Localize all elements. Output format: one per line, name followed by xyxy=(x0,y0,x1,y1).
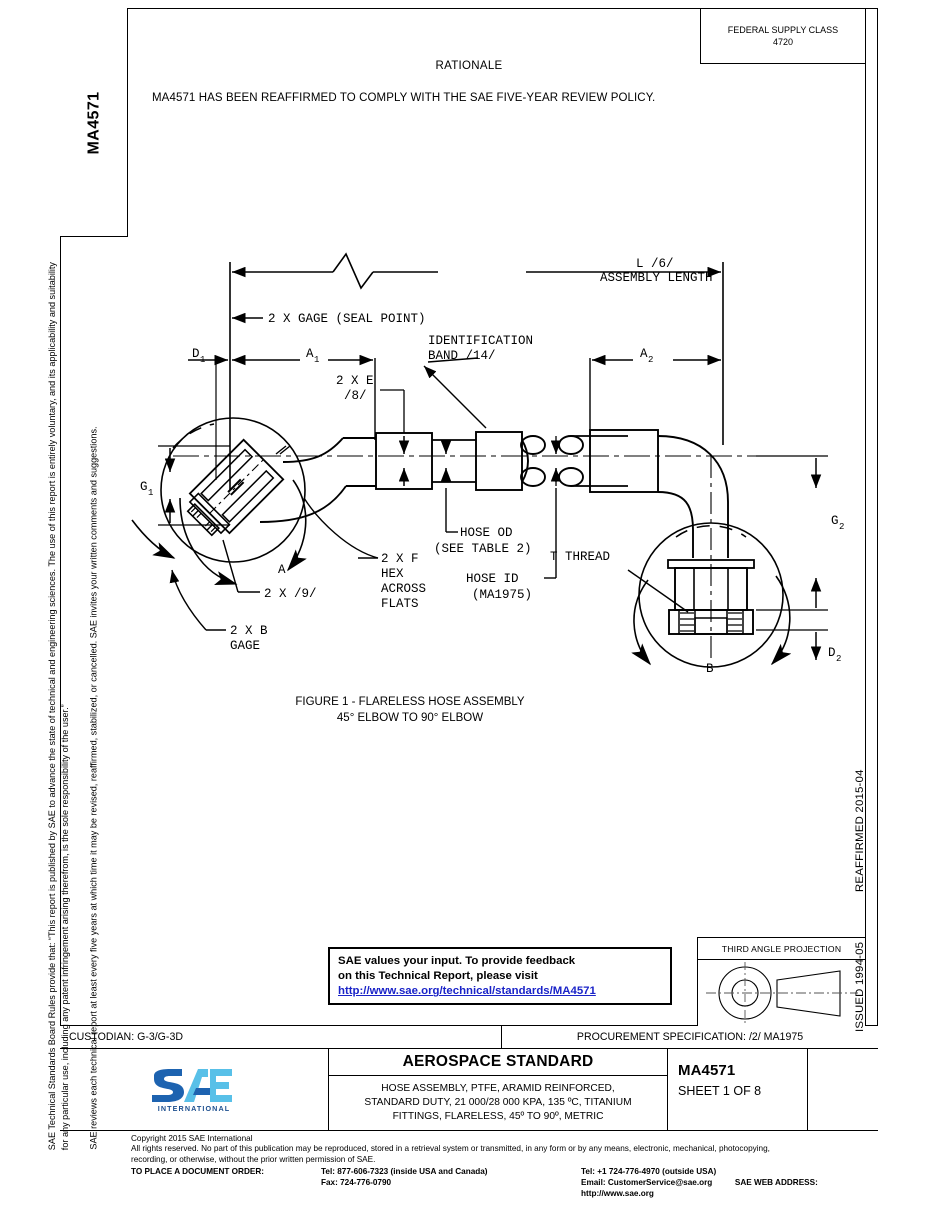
label-across: ACROSS xyxy=(381,582,426,596)
tel-usa: Tel: 877-606-7323 (inside USA and Canada… xyxy=(321,1167,488,1177)
tel-international: Tel: +1 724-776-4970 (outside USA) xyxy=(581,1167,717,1177)
footer-copyright-block: Copyright 2015 SAE International All rig… xyxy=(131,1134,891,1199)
federal-supply-class-title: FEDERAL SUPPLY CLASS xyxy=(727,24,839,35)
feedback-line-1: SAE values your input. To provide feedba… xyxy=(338,955,576,967)
third-angle-projection-title: THIRD ANGLE PROJECTION xyxy=(698,938,865,960)
order-label-spacer xyxy=(131,1177,321,1199)
feedback-line-2: on this Technical Report, please visit xyxy=(338,970,538,983)
email-address: Email: CustomerService@sae.org xyxy=(581,1178,713,1188)
procurement-specification-field: PROCUREMENT SPECIFICATION: /2/ MA1975 xyxy=(576,1031,804,1043)
standard-description: HOSE ASSEMBLY, PTFE, ARAMID REINFORCED, … xyxy=(329,1076,667,1130)
label-g2: G xyxy=(831,514,839,528)
title-block-blank-cell xyxy=(808,1049,878,1130)
label-2xe-note: /8/ xyxy=(344,389,367,403)
order-row-2: Fax: 724-776-0790 Email: CustomerService… xyxy=(131,1177,891,1199)
page-border xyxy=(60,8,878,1026)
label-view-b: B xyxy=(706,662,714,676)
third-angle-projection-symbol xyxy=(706,962,858,1024)
legal-paragraph-2: SAE reviews each technical report at lea… xyxy=(88,426,99,1150)
order-label: TO PLACE A DOCUMENT ORDER: xyxy=(131,1167,264,1177)
fax-number: Fax: 724-776-0790 xyxy=(321,1178,392,1188)
label-g1-sub: 1 xyxy=(148,488,153,498)
label-identification-band-2: BAND /14/ xyxy=(428,349,496,363)
label-hex: HEX xyxy=(381,567,404,581)
document-number-tab-label-wrap: MA4571 xyxy=(60,8,128,237)
label-2xb-gage: GAGE xyxy=(230,639,260,653)
document-number-tab: MA4571 xyxy=(60,8,128,237)
label-hose-id-1: HOSE ID xyxy=(466,572,519,586)
figure-caption-line-2: 45° ELBOW TO 90° ELBOW xyxy=(336,712,484,724)
label-g2-sub: 2 xyxy=(839,522,844,532)
label-hose-od-2: (SEE TABLE 2) xyxy=(434,542,532,556)
feedback-box: SAE values your input. To provide feedba… xyxy=(328,947,672,1005)
document-number-tab-label: MA4571 xyxy=(84,91,102,154)
label-hose-od-1: HOSE OD xyxy=(460,526,513,540)
label-a1-sub: 1 xyxy=(314,355,319,365)
order-row-1: TO PLACE A DOCUMENT ORDER: Tel: 877-606-… xyxy=(131,1166,891,1177)
label-d2-sub: 2 xyxy=(836,654,841,664)
document-number-cell: MA4571 SHEET 1 OF 8 xyxy=(668,1049,808,1130)
issued-date: ISSUED 1994-05 xyxy=(854,941,866,1032)
copyright-line: Copyright 2015 SAE International xyxy=(131,1134,253,1143)
label-assembly-length: ASSEMBLY LENGTH xyxy=(600,271,713,285)
label-hose-id-2: (MA1975) xyxy=(472,588,532,602)
sae-logo-cell: INTERNATIONAL xyxy=(60,1049,328,1130)
title-block: CUSTODIAN: G-3/G-3D PROCUREMENT SPECIFIC… xyxy=(60,1026,878,1131)
description-line-1: HOSE ASSEMBLY, PTFE, ARAMID REINFORCED, xyxy=(381,1083,615,1094)
label-2xe: 2 X E xyxy=(336,374,374,388)
legal-notice-column: SAE Technical Standards Board Rules prov… xyxy=(47,250,128,1150)
label-a2: A xyxy=(640,347,648,361)
label-d1: D xyxy=(192,347,200,361)
figure-caption-line-1: FIGURE 1 - FLARELESS HOSE ASSEMBLY xyxy=(295,696,525,708)
third-angle-projection-box: THIRD ANGLE PROJECTION xyxy=(697,937,865,1026)
custodian-field: CUSTODIAN: G-3/G-3D xyxy=(60,1026,502,1048)
label-2xf: 2 X F xyxy=(381,552,419,566)
description-line-3: FITTINGS, FLARELESS, 45º TO 90º, METRIC xyxy=(392,1111,604,1122)
legal-paragraph-1: SAE Technical Standards Board Rules prov… xyxy=(46,261,70,1150)
rights-line-2: recording, or otherwise, without the pri… xyxy=(131,1154,376,1164)
label-flats: FLATS xyxy=(381,597,419,611)
figure-caption: FIGURE 1 - FLARELESS HOSE ASSEMBLY 45° E… xyxy=(130,694,690,726)
federal-supply-class-box: FEDERAL SUPPLY CLASS 4720 xyxy=(700,8,865,64)
feedback-link[interactable]: http://www.sae.org/technical/standards/M… xyxy=(338,985,596,998)
sae-logo-text: INTERNATIONAL xyxy=(157,1103,231,1113)
label-d1-sub: 1 xyxy=(200,355,205,365)
figure-1-flareless-hose-assembly-drawing: L /6/ ASSEMBLY LENGTH 2 X GAGE (SEAL POI… xyxy=(131,252,844,676)
label-view-a: A xyxy=(278,563,286,577)
label-t-thread: T THREAD xyxy=(550,550,610,564)
standard-title-cell: AEROSPACE STANDARD HOSE ASSEMBLY, PTFE, … xyxy=(328,1049,668,1130)
rights-line-1: All rights reserved. No part of this pub… xyxy=(131,1144,770,1154)
label-d2: D xyxy=(828,646,836,660)
sheet-number: SHEET 1 OF 8 xyxy=(678,1084,762,1098)
order-info-table: TO PLACE A DOCUMENT ORDER: Tel: 877-606-… xyxy=(131,1166,891,1199)
page-border-outer-rule xyxy=(865,8,878,1026)
label-assembly-length-l: L /6/ xyxy=(636,257,674,271)
description-line-2: STANDARD DUTY, 21 000/28 000 KPA, 135 ºC… xyxy=(364,1097,632,1108)
web-address: SAE WEB ADDRESS: http://www.sae.org xyxy=(581,1178,818,1199)
title-block-row-main: INTERNATIONAL AEROSPACE STANDARD HOSE AS… xyxy=(60,1049,878,1131)
label-a2-sub: 2 xyxy=(648,355,653,365)
reaffirmed-date: REAFFIRMED 2015-04 xyxy=(854,769,866,892)
document-number: MA4571 xyxy=(678,1062,736,1079)
label-2xb: 2 X B xyxy=(230,624,268,638)
label-gage-seal-point: 2 X GAGE (SEAL POINT) xyxy=(268,312,426,326)
title-block-row-top: CUSTODIAN: G-3/G-3D PROCUREMENT SPECIFIC… xyxy=(60,1026,878,1049)
standard-type: AEROSPACE STANDARD xyxy=(329,1049,667,1076)
sae-logo-mark xyxy=(152,1068,232,1102)
federal-supply-class-value: 4720 xyxy=(772,36,794,47)
label-a1: A xyxy=(306,347,314,361)
label-2x9: 2 X /9/ xyxy=(264,587,317,601)
sae-logo: INTERNATIONAL xyxy=(148,1068,240,1113)
label-g1: G xyxy=(140,480,148,494)
email-and-web: Email: CustomerService@sae.org SAE WEB A… xyxy=(581,1177,891,1199)
label-identification-band-1: IDENTIFICATION xyxy=(428,334,533,348)
